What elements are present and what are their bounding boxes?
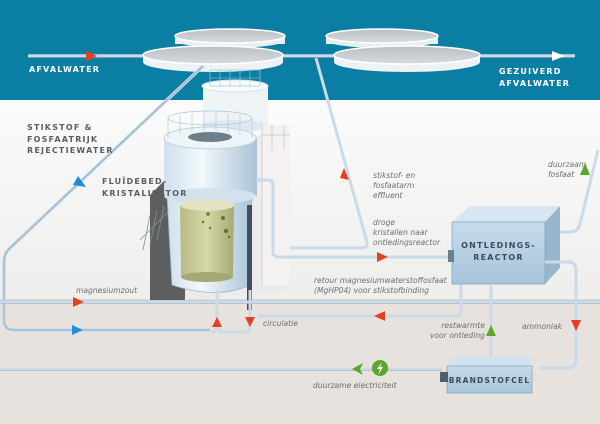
- ammonia-arrow-red: [571, 320, 581, 331]
- residual-heat-arrow-green: [486, 325, 496, 336]
- label-line: restwarmte: [441, 321, 485, 330]
- label-residual-heat: restwarmte voor ontleding: [427, 321, 485, 341]
- label-crystallizer: FLUÏDEBED- KRISTALISATOR: [102, 176, 188, 199]
- label-line: ontledingsreactor: [373, 238, 441, 247]
- label-line: stikstof- en: [373, 171, 416, 180]
- reject-water-arrow-blue: [73, 176, 86, 187]
- label-return-mghpo4: retour magnesiumwaterstoffosfaat (MgHP04…: [314, 276, 447, 296]
- effluent-arrow-red: [340, 168, 349, 180]
- magnesium-salt-arrow-red: [73, 297, 84, 307]
- label-line: FLUÏDEBED-: [102, 177, 168, 186]
- circulation-arrow-up-red: [212, 317, 222, 327]
- clarifier-front-left: [142, 45, 284, 72]
- label-line: duurzaam: [548, 160, 587, 169]
- label-line: REACTOR: [473, 252, 524, 262]
- label-line: droge: [373, 218, 396, 227]
- label-gezuiverd-afvalwater: GEZUIVERD AFVALWATER: [499, 66, 570, 89]
- secondary-tower: [201, 69, 269, 132]
- label-line: kristallen naar: [373, 228, 428, 237]
- dry-crystals-arrow-red: [377, 252, 388, 262]
- label-fuel-cell: BRANDSTOFCEL: [448, 376, 531, 385]
- label-line: ONTLEDINGS-: [461, 241, 536, 250]
- sustainable-phosphate-arrow-green: [580, 163, 590, 175]
- label-line: (MgHP04) voor stikstofbinding: [314, 286, 429, 295]
- label-ammonia: ammoniak: [522, 322, 563, 331]
- reject-water-pipe-edge: [3, 65, 210, 331]
- label-line: fosfaat: [548, 170, 575, 179]
- label-effluent: stikstof- en fosfaatarm effluent: [373, 171, 415, 201]
- label-line: effluent: [373, 191, 403, 200]
- sustainable-phosphate-pipe: [560, 149, 600, 234]
- clarifier-back-left: [174, 28, 286, 48]
- fluid-bed-crystallizer: [163, 110, 257, 310]
- fuel-cell-box: [440, 357, 533, 394]
- reactor-right-pipe: [540, 260, 578, 370]
- banner-background: [0, 0, 600, 100]
- circulation-pipe-down: [216, 290, 252, 334]
- lightning-bolt-icon: [372, 360, 388, 376]
- label-afvalwater: AFVALWATER: [29, 65, 101, 74]
- label-reject-water: STIKSTOF & FOSFAATRIJK REJECTIEWATER: [27, 122, 114, 157]
- circulation-arrow-down-red: [245, 317, 255, 327]
- label-circulation: circulatie: [263, 319, 298, 328]
- label-decomposition-reactor: ONTLEDINGS- REACTOR: [452, 240, 545, 263]
- label-dry-crystals: droge kristallen naar ontledingsreactor: [373, 218, 440, 248]
- label-line: FOSFAATRIJK: [27, 134, 99, 144]
- label-line: STIKSTOF &: [27, 123, 93, 132]
- label-magnesium-salt: magnesiumzout: [76, 286, 138, 295]
- label-line: AFVALWATER: [499, 78, 571, 88]
- label-line: retour magnesiumwaterstoffosfaat: [314, 276, 447, 285]
- label-line: voor ontleding: [429, 331, 485, 340]
- bottom-loop-arrow-blue: [72, 325, 83, 335]
- return-mghpo4-arrow-red: [374, 311, 385, 321]
- label-line: GEZUIVERD: [499, 67, 562, 76]
- crystal-transfer-pipe: [256, 178, 452, 259]
- effluent-return-pipe: [270, 57, 369, 250]
- label-line: KRISTALISATOR: [102, 188, 188, 198]
- label-line: fosfaatarm: [373, 181, 415, 190]
- clarifier-back-right: [325, 28, 439, 48]
- influent-arrow-red: [86, 51, 97, 61]
- electricity-arrow-green: [352, 363, 363, 375]
- decomposition-reactor-box: [448, 206, 560, 285]
- return-mghpo4-pipe: [258, 270, 463, 318]
- effluent-arrow-white: [552, 51, 565, 61]
- label-line: REJECTIEWATER: [27, 146, 114, 155]
- label-sustainable-phosphate: duurzaam fosfaat: [548, 160, 586, 180]
- clarifier-front-right: [333, 45, 481, 72]
- label-sustainable-electricity: duurzame electriciteit: [313, 381, 397, 390]
